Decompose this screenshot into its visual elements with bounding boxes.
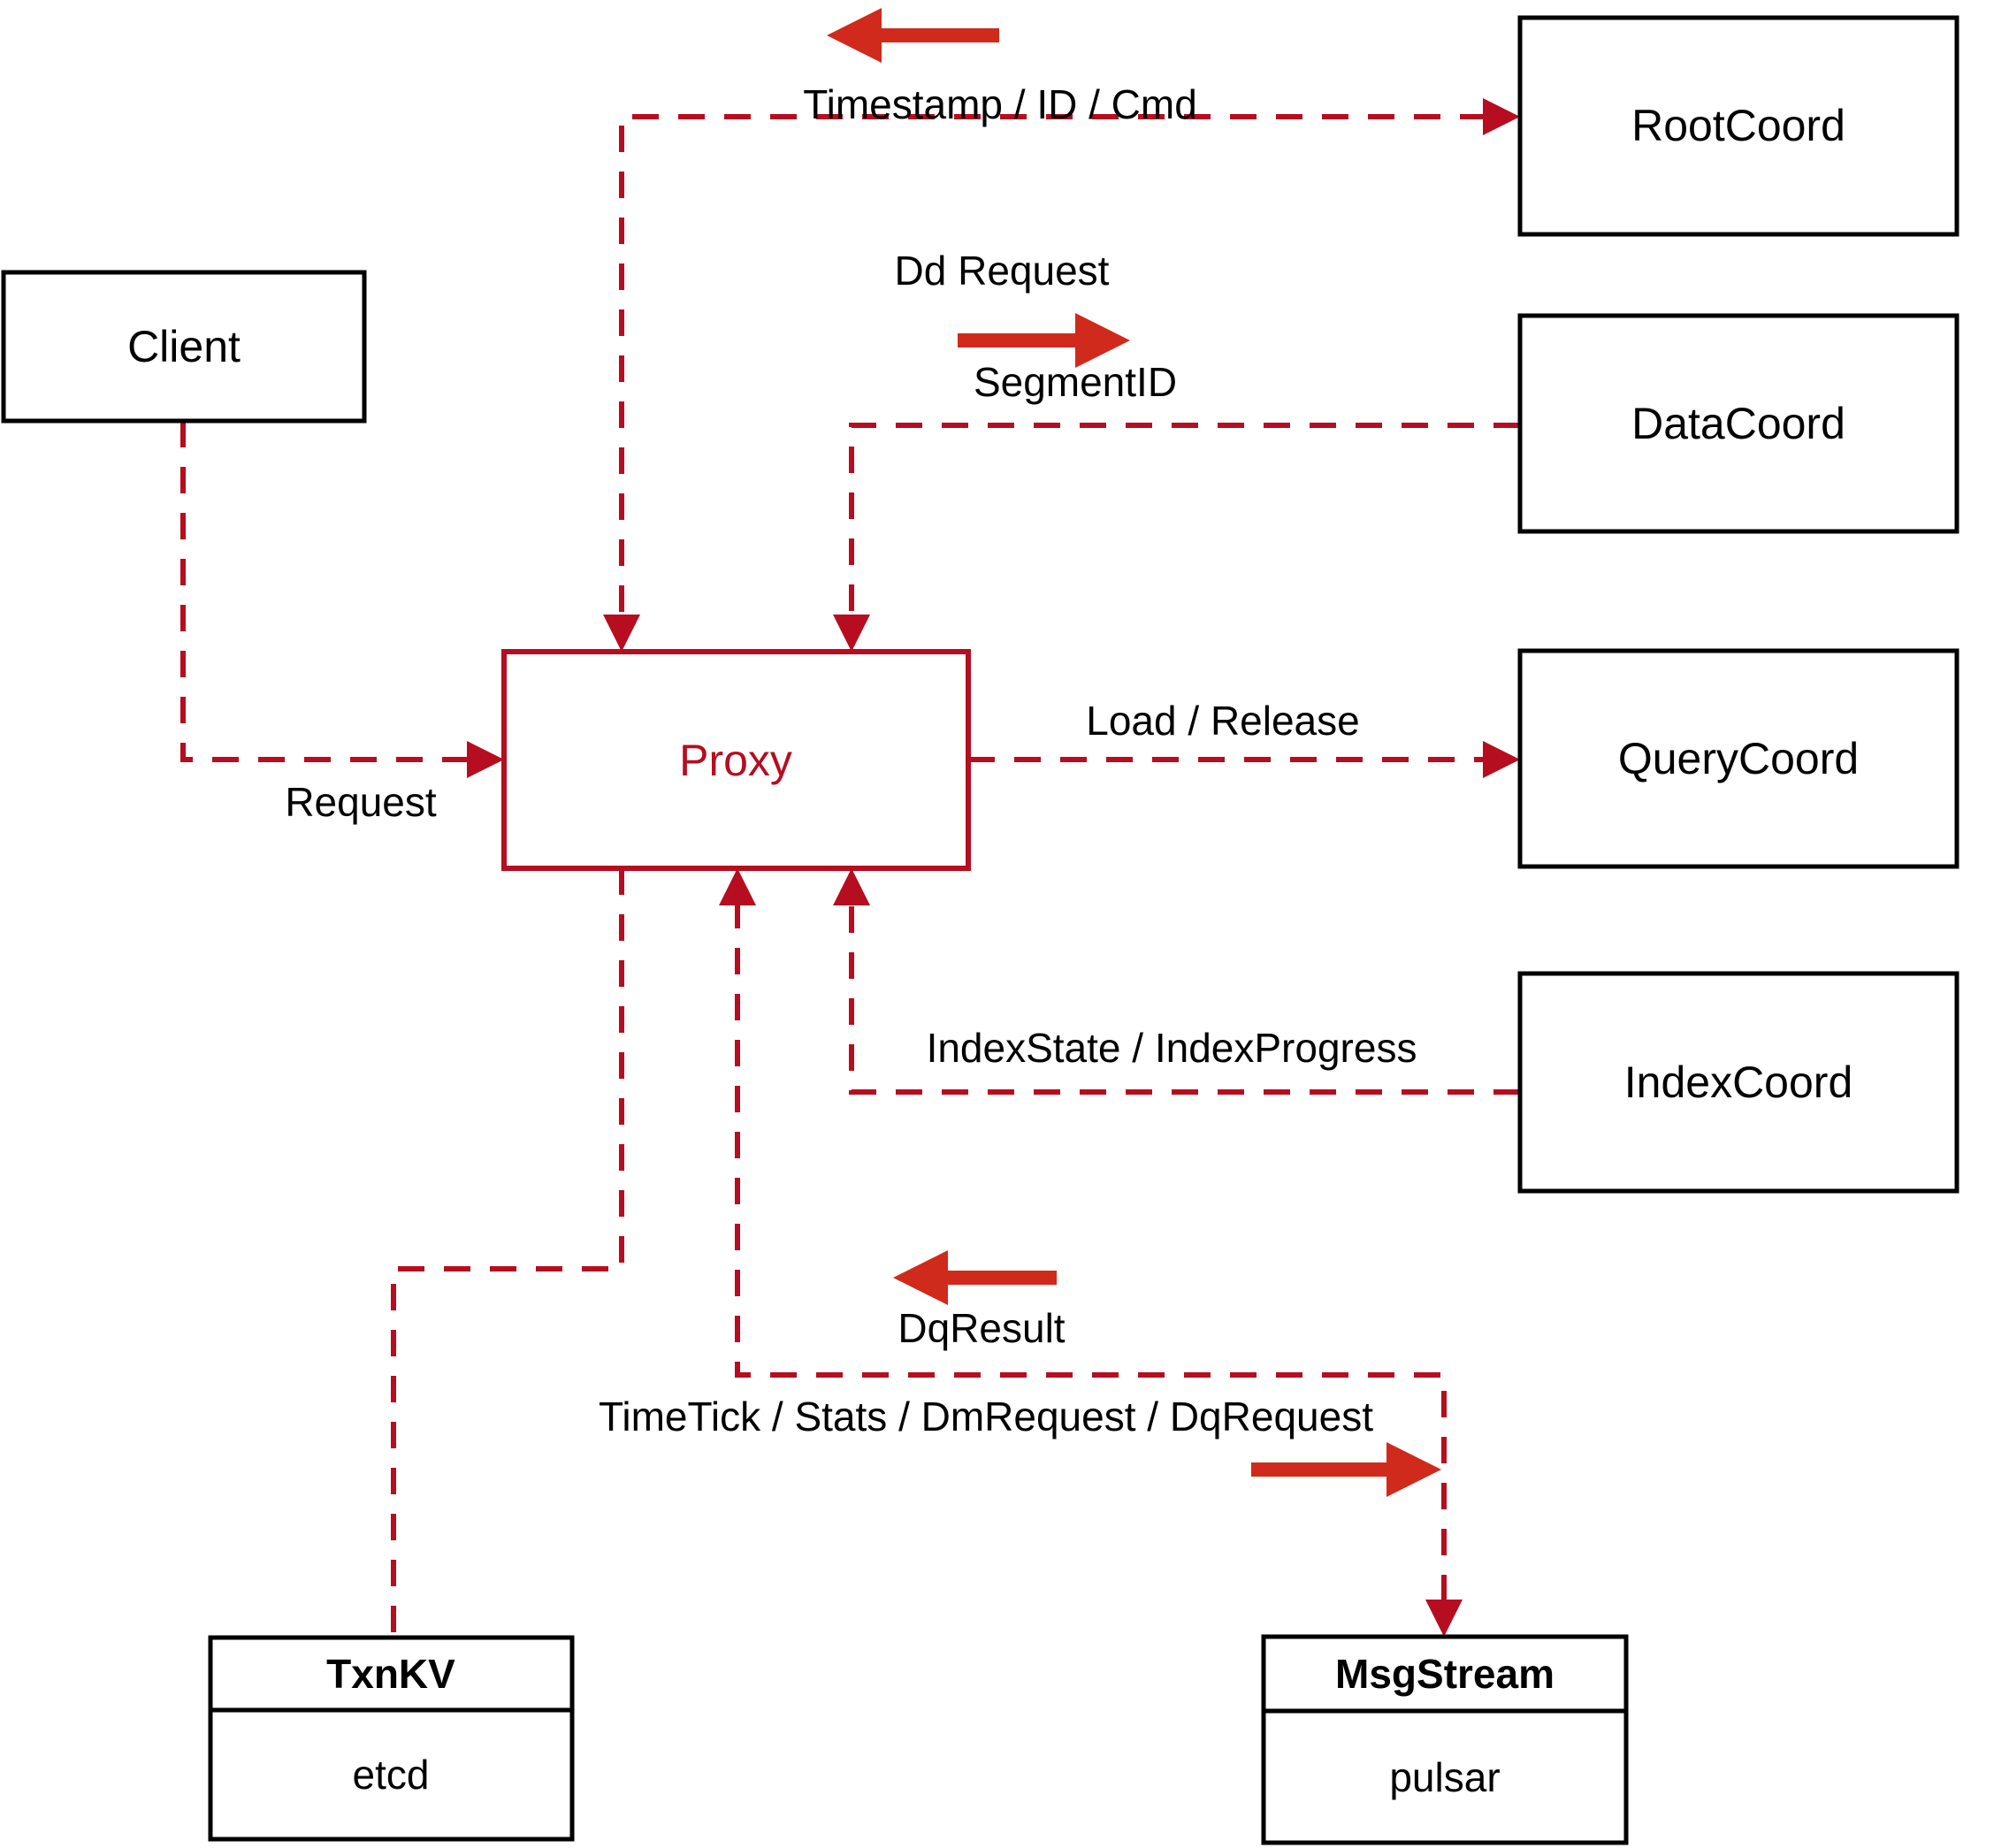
arrowhead-into-msgstream (1425, 1600, 1463, 1637)
querycoord-box (1517, 648, 1959, 869)
dd-request-right-arrow-icon (958, 313, 1130, 368)
msgstream-subtitle: pulsar (1389, 1754, 1500, 1800)
label-index-state: IndexState / IndexProgress (927, 1025, 1417, 1071)
label-timestamp-id-cmd: Timestamp / ID / Cmd (803, 81, 1197, 127)
edge-indexcoord-to-proxy (849, 902, 1520, 1095)
txnkv-subtitle: etcd (353, 1752, 430, 1798)
indexcoord-box (1517, 971, 1959, 1194)
edge-datacoord-to-proxy (849, 423, 1520, 618)
proxy-box (501, 649, 971, 871)
indexcoord-node: IndexCoord (1517, 971, 1959, 1194)
edge-proxy-to-txnkv (391, 868, 624, 1638)
proxy-label: Proxy (679, 736, 792, 785)
edges (180, 98, 1520, 1638)
datacoord-label: DataCoord (1631, 399, 1845, 448)
rootcoord-box (1517, 15, 1959, 237)
querycoord-label: QueryCoord (1618, 734, 1859, 783)
label-load-release: Load / Release (1086, 698, 1359, 744)
label-segment-id: SegmentID (974, 359, 1177, 405)
client-node: Client (1, 270, 367, 424)
client-box (1, 270, 367, 424)
edge-proxy-rootcoord (619, 114, 1486, 618)
arrowhead-into-proxy-top-left (603, 615, 640, 652)
rootcoord-node: RootCoord (1517, 15, 1959, 237)
edge-labels: Timestamp / ID / Cmd Dd Request SegmentI… (285, 81, 1417, 1439)
arrowhead-into-proxy-left (467, 741, 504, 778)
direction-arrows (827, 8, 1441, 1497)
dq-result-left-arrow-icon (893, 1250, 1057, 1305)
msgstream-node: MsgStream pulsar (1261, 1634, 1629, 1845)
rootcoord-label: RootCoord (1631, 101, 1845, 150)
msgstream-box (1261, 1634, 1629, 1845)
txnkv-node: TxnKV etcd (208, 1635, 575, 1842)
msgstream-title: MsgStream (1335, 1651, 1554, 1697)
arrowhead-into-proxy-bottom-left (719, 868, 756, 905)
arrowhead-into-querycoord (1483, 741, 1520, 778)
edge-client-to-proxy (180, 421, 470, 762)
label-request: Request (285, 779, 437, 825)
arrowhead-into-rootcoord (1483, 98, 1520, 135)
proxy-node: Proxy (501, 649, 971, 871)
querycoord-node: QueryCoord (1517, 648, 1959, 869)
label-dd-request: Dd Request (895, 248, 1110, 294)
datacoord-box (1517, 313, 1959, 534)
datacoord-node: DataCoord (1517, 313, 1959, 534)
label-time-tick: TimeTick / Stats / DmRequest / DqRequest (599, 1394, 1373, 1439)
arrowhead-into-proxy-top-right (833, 615, 870, 652)
txnkv-box (208, 1635, 575, 1842)
indexcoord-label: IndexCoord (1624, 1058, 1853, 1107)
client-label: Client (127, 322, 241, 371)
arrowhead-into-proxy-bottom-right (833, 868, 870, 905)
label-dq-result: DqResult (898, 1305, 1065, 1351)
timestamp-left-arrow-icon (827, 8, 999, 63)
time-tick-right-arrow-icon (1251, 1442, 1441, 1497)
edge-proxy-msgstream (735, 902, 1447, 1603)
txnkv-title: TxnKV (326, 1651, 455, 1697)
